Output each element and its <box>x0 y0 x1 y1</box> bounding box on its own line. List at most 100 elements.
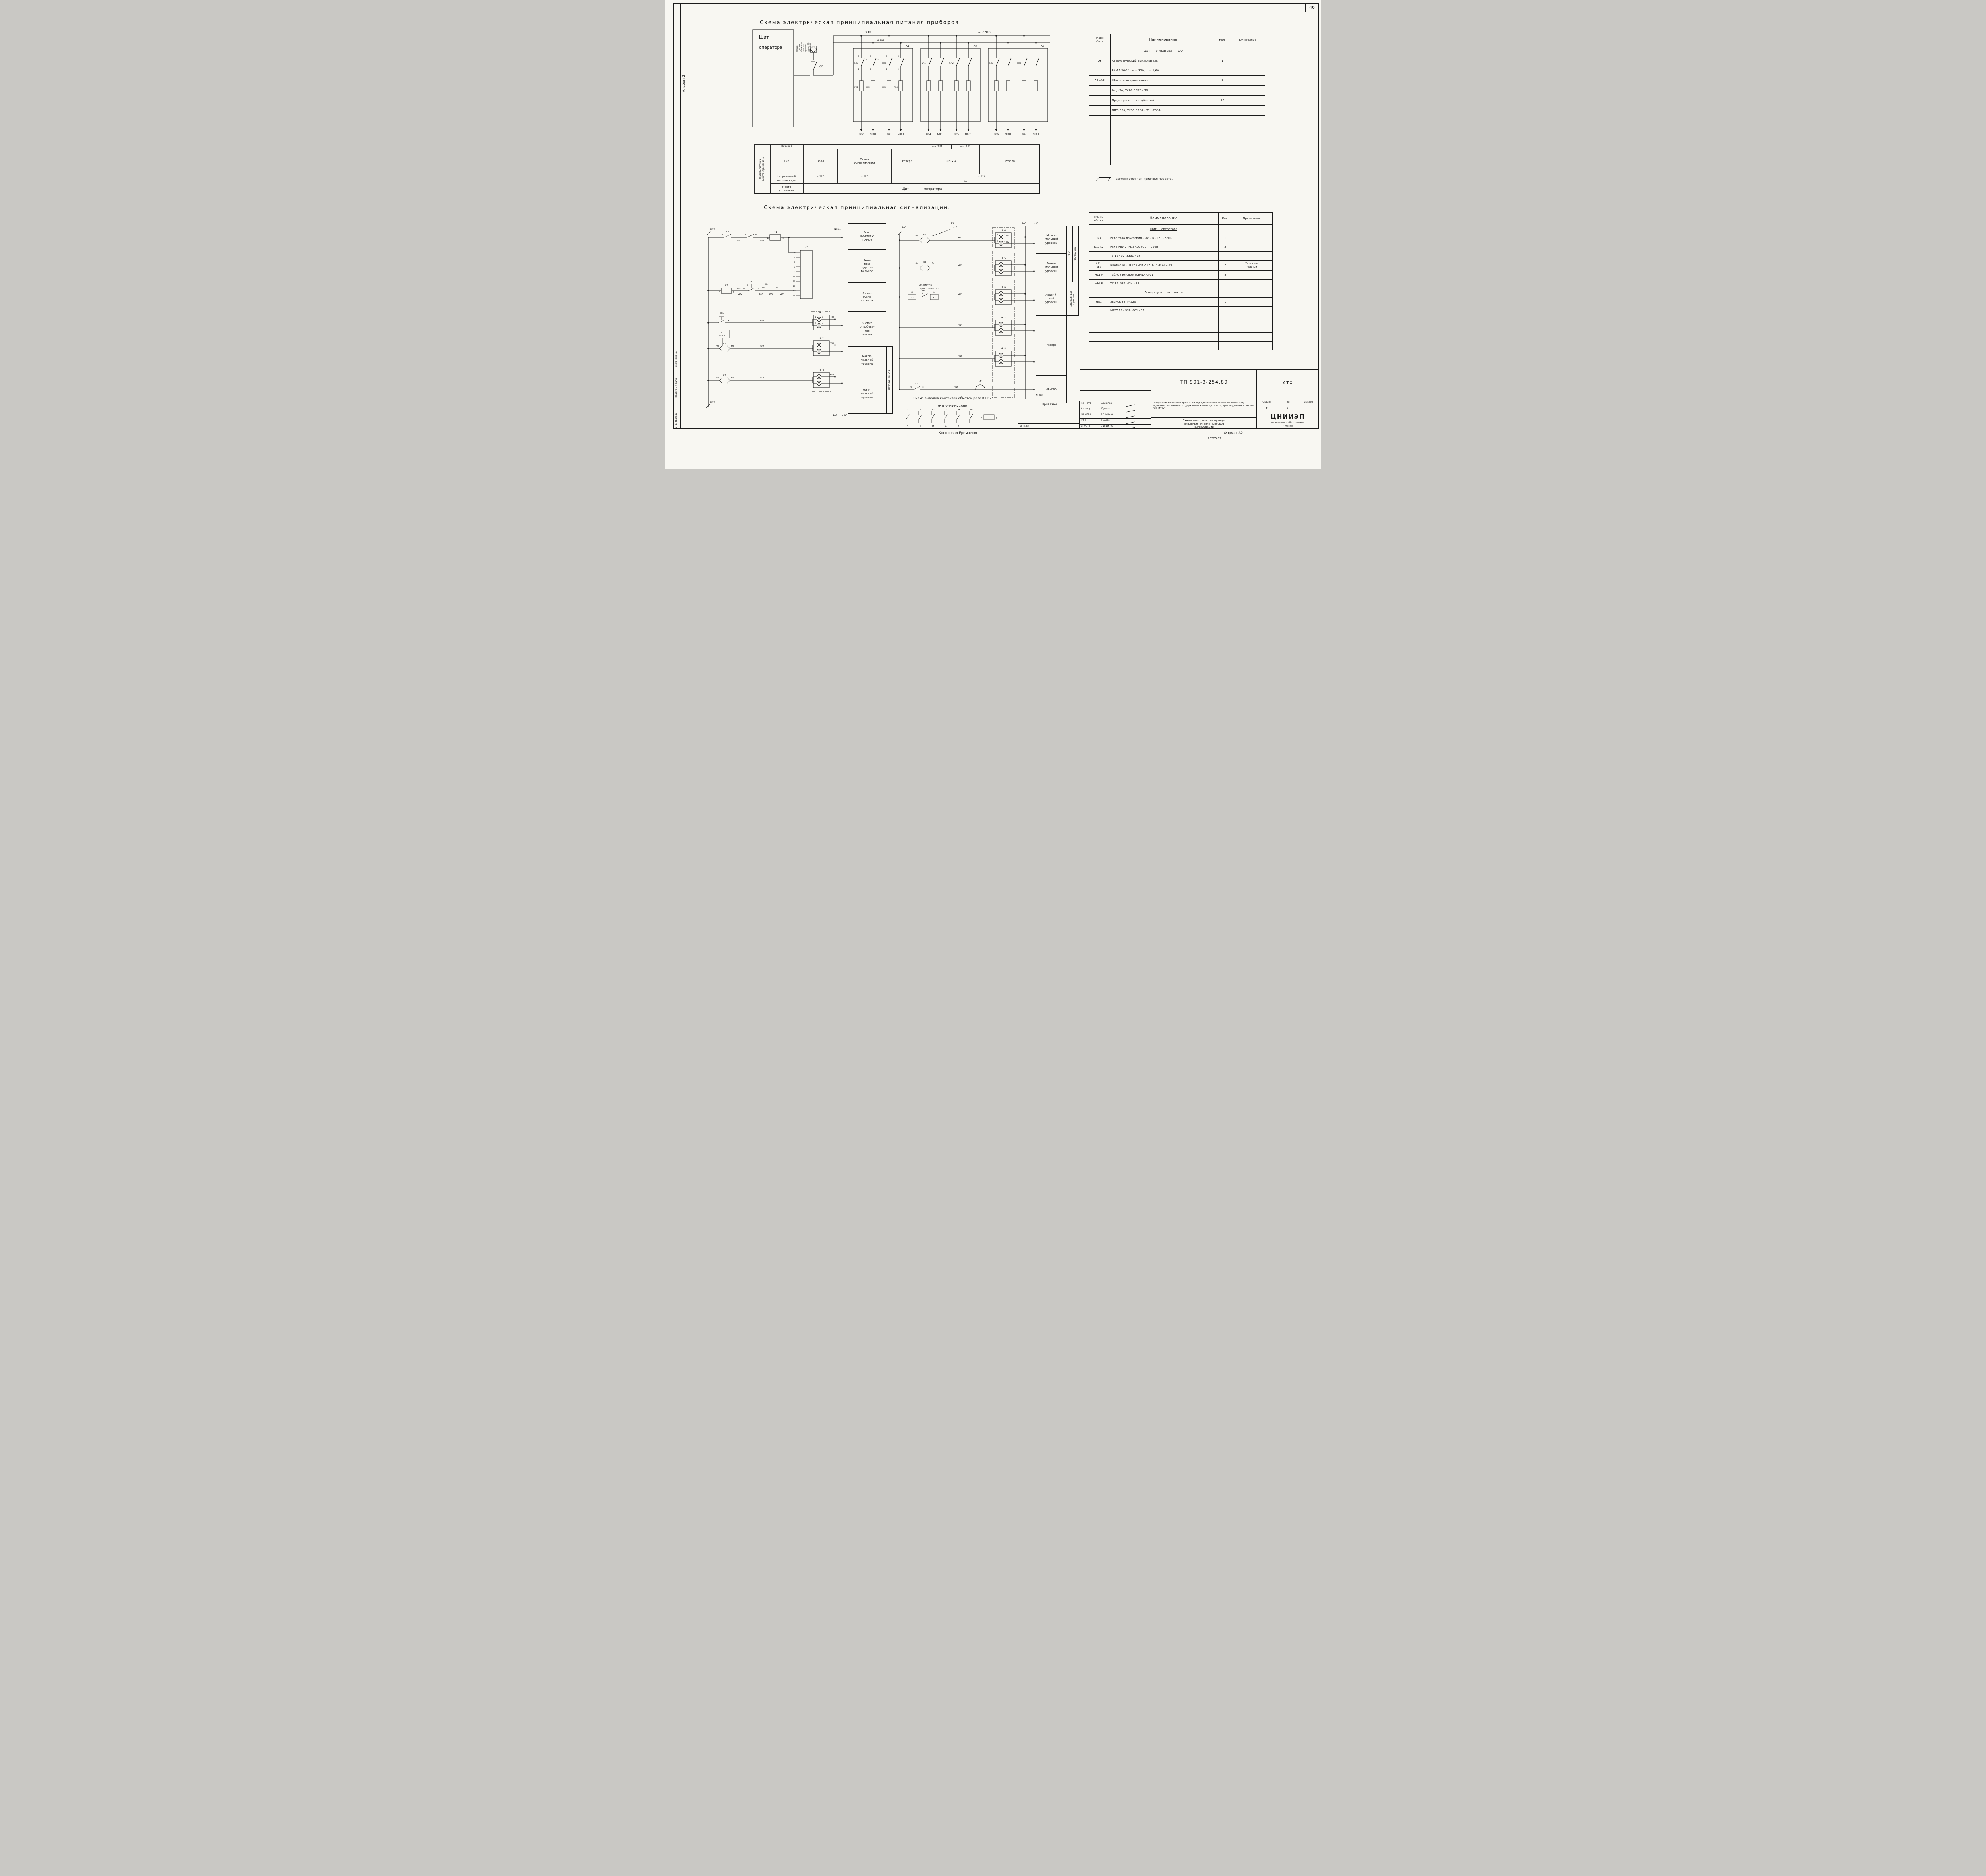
contact-pin: 4а <box>916 262 918 265</box>
spec2-header-note: Примечание <box>1232 212 1273 225</box>
role: ГЭП <box>1081 419 1086 422</box>
spec2-header-qty: Кол. <box>1218 212 1232 225</box>
contact-pin: 5а <box>932 262 935 265</box>
personnel-block: Нач. отд Данилов Н.контр Гусева Гл. спец… <box>1080 401 1151 429</box>
lamp-pin: 4 <box>1004 240 1005 243</box>
sensor-ref: Р2 <box>951 222 954 225</box>
spec2-cell <box>1089 224 1109 234</box>
organization-city: г. Москва <box>1282 425 1294 427</box>
relay-pin: 13 <box>793 280 795 283</box>
spec2-empty <box>1218 315 1232 324</box>
doc-number-cell: ТП 901-3-254.89 <box>1151 370 1257 401</box>
pin-1: 1 <box>858 68 859 71</box>
out-wire: 807 <box>1022 133 1026 136</box>
coil-pin: В <box>996 417 997 419</box>
out-wire: 806 <box>994 133 999 136</box>
spec2-name: МРТУ 16 - 539. 401 - 71 <box>1109 306 1219 315</box>
pin-4: 4 <box>905 59 906 61</box>
lamp-pin: 2 <box>1004 234 1005 236</box>
lamp-hl8 <box>994 351 1012 367</box>
person-name: Гольцман <box>1101 413 1113 416</box>
inv-box: Инв. № <box>1018 423 1080 429</box>
contact-pin: 5а <box>731 377 734 379</box>
label-reset-button: Кнопка съема сигнала <box>848 283 886 312</box>
spec2-qty <box>1218 251 1232 261</box>
label-n2-strip: №2 <box>1067 226 1072 282</box>
privyazan-box: Привязан <box>1018 401 1080 423</box>
spec1-empty <box>1216 145 1229 155</box>
sensor-pos: поз. 3 <box>951 226 958 229</box>
spec1-empty <box>1110 145 1216 155</box>
power-empty <box>838 179 891 183</box>
spec2-empty <box>1232 324 1273 333</box>
sa2-label: SA2 <box>1017 62 1021 64</box>
row-label-type: Тип <box>770 149 803 174</box>
spec2-empty <box>1232 341 1273 350</box>
rail-label: N801 <box>1034 222 1040 225</box>
note-line: серия 7.901-2. В1 <box>919 288 939 290</box>
margin-stamp-podpis: Подпись и дата <box>675 378 678 398</box>
right-junction-dots <box>899 236 1035 390</box>
wire-label: 408 <box>760 320 764 322</box>
spec1-empty <box>1089 135 1111 145</box>
contact-pin-top: 7 <box>920 409 921 411</box>
rail-label: 407 <box>833 414 837 417</box>
qf-label: QF <box>819 65 823 68</box>
wire-label: 412 <box>958 264 963 267</box>
wire-label: 002 <box>710 401 715 404</box>
lamp-ref: HL4 <box>1001 229 1006 232</box>
wire-label: 401 <box>737 240 741 242</box>
terminal-ref: х3 <box>933 291 935 293</box>
rail-label: N 801 <box>1036 394 1043 397</box>
spec1-pos <box>1089 105 1111 116</box>
signature <box>1126 419 1135 424</box>
char-side-cell: Характеристика электроприемника <box>754 144 770 194</box>
label-max-level-left: Макси- мальный уровень <box>848 346 886 374</box>
sa2-label: SA2 <box>882 62 886 64</box>
pin-3: 3 <box>865 59 867 61</box>
button-ref: SВ2 <box>750 281 754 283</box>
contact-pin-bot: 3 <box>907 425 908 428</box>
wire-label: 404 <box>738 293 743 296</box>
lamp-ref: HL5 <box>1001 257 1006 260</box>
spec2-note <box>1232 306 1273 315</box>
right-section-wires <box>897 226 1034 399</box>
spec1-empty <box>1229 155 1265 165</box>
pos-empty <box>803 144 923 149</box>
feeder-note: Здание станции обезжеле- зивания Щит ЩО … <box>796 42 811 52</box>
organization-cell: ЦНИИЭП инженерного оборудования г. Москв… <box>1257 411 1319 429</box>
spec1-header-note: Примечание <box>1229 34 1265 46</box>
dept-code: АТХ <box>1283 381 1293 385</box>
spec1-pos <box>1089 66 1111 76</box>
terminal-ref: х3 <box>911 291 913 293</box>
lamp-ref: HL2 <box>819 337 824 340</box>
relay-pin: 1 <box>794 252 795 254</box>
spec1-qty: 3 <box>1216 75 1229 86</box>
relay-pin: 17 <box>793 285 795 288</box>
wire-label: 002 <box>710 228 715 231</box>
contact-pin: 13 <box>743 234 746 236</box>
lamp-ref: HL1 <box>819 311 824 314</box>
fu3-label: FU3 <box>882 86 886 89</box>
bus-220v-label: ~ 220В <box>978 31 991 35</box>
pin-5: 5 <box>886 55 887 58</box>
signature <box>1126 407 1135 413</box>
row-label-power: Мощность ВА(Вт) <box>770 179 803 183</box>
spec1-name: ВА-14-26-14, Iк = 32А, Iр = 1,6А. <box>1110 66 1216 76</box>
contact-pin-top: 15 <box>945 409 947 411</box>
wire-label: 411 <box>958 237 963 239</box>
sa2-label: SA2 <box>949 62 954 64</box>
fu2-label: FU2 <box>866 86 870 89</box>
wire-label: 409 <box>760 345 764 347</box>
spec1-pos: QF <box>1089 56 1111 66</box>
stage-value: Р <box>1257 406 1277 411</box>
spec1-pos: А1÷А3 <box>1089 75 1111 86</box>
label-relay-intermediate: Реле промежу- точное <box>848 223 886 249</box>
spec1-empty <box>1229 115 1265 125</box>
contact-pin: 40Б <box>762 287 765 289</box>
spec2-empty <box>1232 315 1273 324</box>
note-line: См. лист 46 <box>919 284 932 286</box>
spec2-note <box>1232 243 1273 252</box>
spec2-pos <box>1089 306 1109 315</box>
margin-stamp-vzam: Взам. инв. № <box>675 351 678 367</box>
